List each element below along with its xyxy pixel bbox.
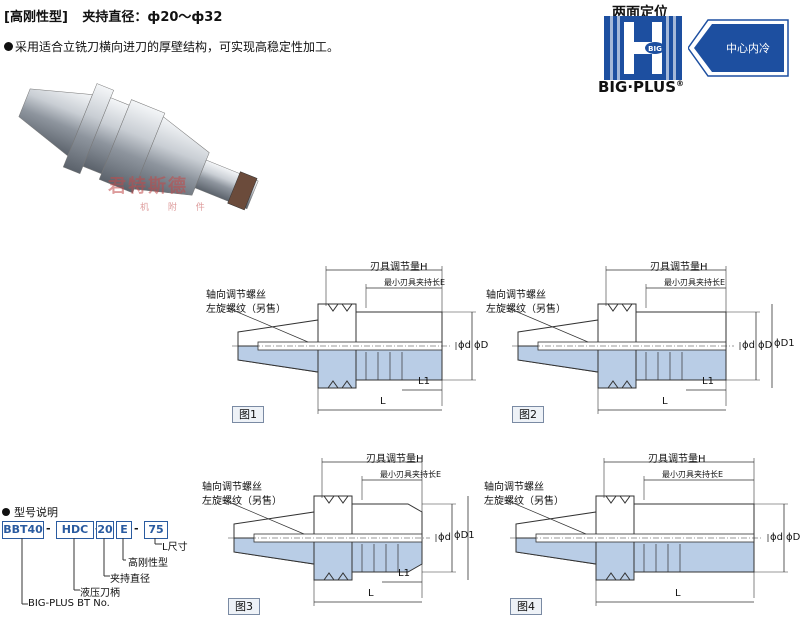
figure-2-L1: L1 xyxy=(702,376,714,387)
figure-3-adjust-label: 刃具调节量H xyxy=(366,454,424,465)
figure-4-adjust-label: 刃具调节量H xyxy=(648,454,706,465)
model-part-hdc: HDC xyxy=(56,521,94,539)
figure-3-L1: L1 xyxy=(398,568,410,579)
figure-1-drawing xyxy=(227,266,476,414)
figure-3-L: L xyxy=(368,588,374,599)
label-clamp-diameter: 夹持直径 xyxy=(110,574,150,585)
model-part-bbt: BBT40 xyxy=(2,521,44,539)
bullet-icon xyxy=(4,42,13,51)
brand-name: BIG·PLUS® xyxy=(598,78,685,96)
figure-2-adjust-label: 刃具调节量H xyxy=(650,262,708,273)
figure-1-min-clamp-label: 最小刃具夹持长E xyxy=(384,278,446,287)
page-title: [高刚性型] 夹持直径：ф20～ф32 xyxy=(4,6,232,25)
title-spec: 夹持直径：ф20～ф32 xyxy=(82,10,223,25)
figure-4-drawing xyxy=(505,458,788,606)
figure-1-screw-label: 轴向调节螺丝 xyxy=(206,290,266,301)
figure-1-adjust-label: 刃具调节量H xyxy=(370,262,428,273)
figure-2-screw-label: 轴向调节螺丝 xyxy=(486,290,546,301)
model-part-diameter: 20 xyxy=(96,521,114,539)
description: 采用适合立铣刀横向进刀的厚壁结构，可实现高稳定性加工。 xyxy=(4,38,339,55)
figure-4-screw-label: 轴向调节螺丝 xyxy=(484,482,544,493)
watermark: 君特斯德 xyxy=(108,176,188,197)
figure-3-drawing xyxy=(223,458,469,606)
product-photo xyxy=(18,83,259,211)
title-category: [高刚性型] xyxy=(4,10,68,25)
figure-2-phi-D1: ϕD1 xyxy=(774,338,795,349)
figure-1-thread-label: 左旋螺纹（另售） xyxy=(206,304,286,315)
figure-2-drawing xyxy=(507,266,773,414)
figure-4-L: L xyxy=(675,588,681,599)
model-leader-lines xyxy=(21,538,162,605)
label-bigplus-no: BIG-PLUS BT No. xyxy=(28,598,110,609)
description-text: 采用适合立铣刀横向进刀的厚壁结构，可实现高稳定性加工。 xyxy=(15,40,340,54)
figure-2-min-clamp-label: 最小刃具夹持长E xyxy=(664,278,726,287)
figure-3-phi-D1: ϕD1 xyxy=(454,530,475,541)
figure-4-tag: 图4 xyxy=(510,598,542,615)
bullet-icon xyxy=(2,508,10,516)
figure-3-thread-label: 左旋螺纹（另售） xyxy=(202,496,282,507)
label-rigid: 高刚性型 xyxy=(128,558,168,569)
figure-2-phi-d: ϕd xyxy=(742,340,755,351)
figure-1-phi-D: ϕD xyxy=(474,340,489,351)
figure-4-thread-label: 左旋螺纹（另售） xyxy=(484,496,564,507)
figure-4-phi-d: ϕd xyxy=(770,532,783,543)
figure-4-min-clamp-label: 最小刃具夹持长E xyxy=(662,470,724,479)
bigplus-logo-icon: BIG xyxy=(604,16,682,80)
label-holder: 液压刀柄 xyxy=(80,588,120,599)
figure-1-L: L xyxy=(380,396,386,407)
label-length: L尺寸 xyxy=(162,542,188,553)
model-part-length: 75 xyxy=(144,521,168,539)
figure-2-phi-D: ϕD xyxy=(758,340,773,351)
coolant-badge xyxy=(688,19,789,77)
figure-2-thread-label: 左旋螺纹（另售） xyxy=(486,304,566,315)
figure-4-phi-D: ϕD xyxy=(786,532,800,543)
figure-2-L: L xyxy=(662,396,668,407)
model-title: 型号说明 xyxy=(2,504,58,520)
figure-1-tag: 图1 xyxy=(232,406,264,423)
logo-inner-mark: BIG xyxy=(648,45,662,53)
model-part-e: E xyxy=(116,521,132,539)
model-separator: - xyxy=(134,522,139,535)
watermark-sub: 机 附 件 xyxy=(140,203,213,213)
figure-2-tag: 图2 xyxy=(512,406,544,423)
model-separator: - xyxy=(46,522,51,535)
figure-3-screw-label: 轴向调节螺丝 xyxy=(202,482,262,493)
figure-3-tag: 图3 xyxy=(228,598,260,615)
coolant-label: 中心内冷 xyxy=(726,42,770,55)
figure-1-L1: L1 xyxy=(418,376,430,387)
figure-1-phi-d: ϕd xyxy=(458,340,471,351)
figure-3-phi-d: ϕd xyxy=(438,532,451,543)
figure-3-min-clamp-label: 最小刃具夹持长E xyxy=(380,470,442,479)
